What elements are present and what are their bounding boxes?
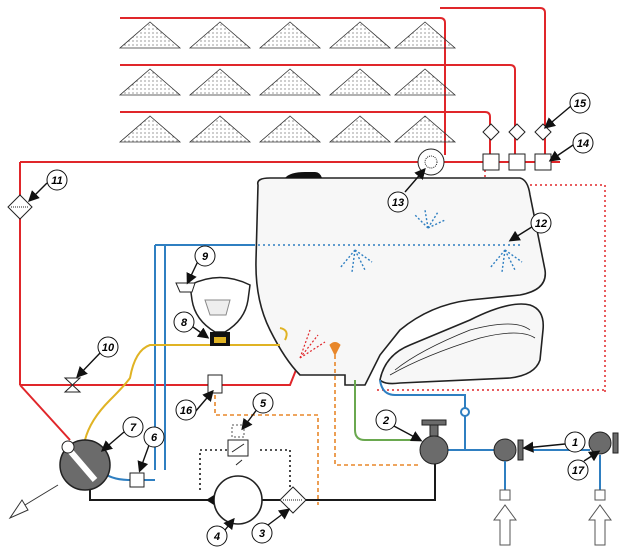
clean-water-inlet-valve [588,431,619,455]
callout-8: 8 [173,311,195,333]
callout-label: 12 [535,218,547,230]
fill-inlet-valve [493,438,524,490]
callout-label: 2 [382,415,389,427]
inlet-arrow-icon [499,489,511,501]
callout-9: 9 [194,245,216,267]
rinse-valve-line [354,380,420,441]
line-filters [482,123,552,141]
spray-fan-icon [328,68,392,96]
tank-lid [285,172,322,178]
spray-fan-icon [118,68,182,96]
spray-fan-icon [118,115,182,143]
spray-fan-icon [258,21,322,49]
flow-meter [417,148,445,176]
quick-coupler [207,374,223,394]
callout-1: 1 [564,431,586,453]
callout-13: 13 [387,191,409,213]
spray-nozzle-red [299,329,326,359]
tank-valve [419,419,449,465]
callout-10: 10 [97,336,119,358]
callout-label: 9 [202,251,209,263]
callout-label: 8 [181,317,188,329]
spray-fans [118,21,457,143]
spray-fan-icon [328,115,392,143]
spray-fan-icon [258,68,322,96]
shut-off-valve [63,377,82,393]
spray-fan-icon [258,115,322,143]
callout-16: 16 [175,399,197,421]
induction-hopper [175,276,251,346]
outlet-arrow-icon [8,484,59,520]
distribution-valve [59,439,111,491]
callout-12: 12 [530,212,552,234]
callout-11: 11 [46,169,68,191]
relief-valve [227,424,249,466]
inlet-arrow-icon [594,489,606,501]
callout-label: 16 [180,405,193,417]
check-valve [129,472,145,488]
callout-14: 14 [572,132,594,154]
tank-body [255,177,547,386]
boom-line-1 [120,17,446,155]
suction-filter [279,486,307,514]
callout-label: 15 [574,98,587,110]
main-pump [206,475,263,525]
callout-label: 7 [130,422,137,434]
spray-fan-icon [188,115,252,143]
callout-label: 10 [102,342,115,354]
pressure-filter [7,194,33,220]
callout-7: 7 [122,416,144,438]
callout-2: 2 [375,409,397,431]
spray-fan-icon [188,68,252,96]
agitation-nozzle [329,342,341,357]
pressure-regulator-loop [199,449,291,495]
callout-label: 6 [151,432,158,444]
callout-6: 6 [143,426,165,448]
sight-check [460,407,470,417]
rinse-nozzles [339,209,523,273]
callout-5: 5 [252,392,274,414]
inlet-arrows [493,489,612,546]
callout-label: 5 [260,398,267,410]
inlet-arrow-icon [588,504,612,546]
callout-label: 1 [572,437,578,449]
inlet-arrow-icon [493,504,517,546]
section-valves [482,153,552,171]
spray-fan-icon [328,21,392,49]
boom-line-2 [120,64,516,155]
agitation-lines [214,355,418,505]
callout-label: 14 [577,138,589,150]
callout-15: 15 [569,92,591,114]
main-tank [255,172,547,386]
spray-fan-icon [393,115,457,143]
callout-label: 13 [392,197,404,209]
callout-3: 3 [251,522,273,544]
induction-lines [84,327,288,441]
callout-label: 17 [572,465,585,477]
boom-line-3 [120,111,491,155]
callout-label: 4 [213,531,220,543]
spray-fan-icon [393,68,457,96]
spray-fan-icon [118,21,182,49]
callout-17: 17 [567,459,589,481]
section-return-dotted [484,170,606,395]
boom-line-extra [440,7,546,155]
spray-fan-icon [188,21,252,49]
callouts: 1 2 3 4 5 6 7 8 9 10 11 12 13 14 15 16 1… [46,92,594,547]
boom-section-lines [120,7,546,155]
callout-label: 11 [51,175,62,187]
callout-4: 4 [206,525,228,547]
spray-fan-icon [393,21,457,49]
callout-label: 3 [259,528,265,540]
